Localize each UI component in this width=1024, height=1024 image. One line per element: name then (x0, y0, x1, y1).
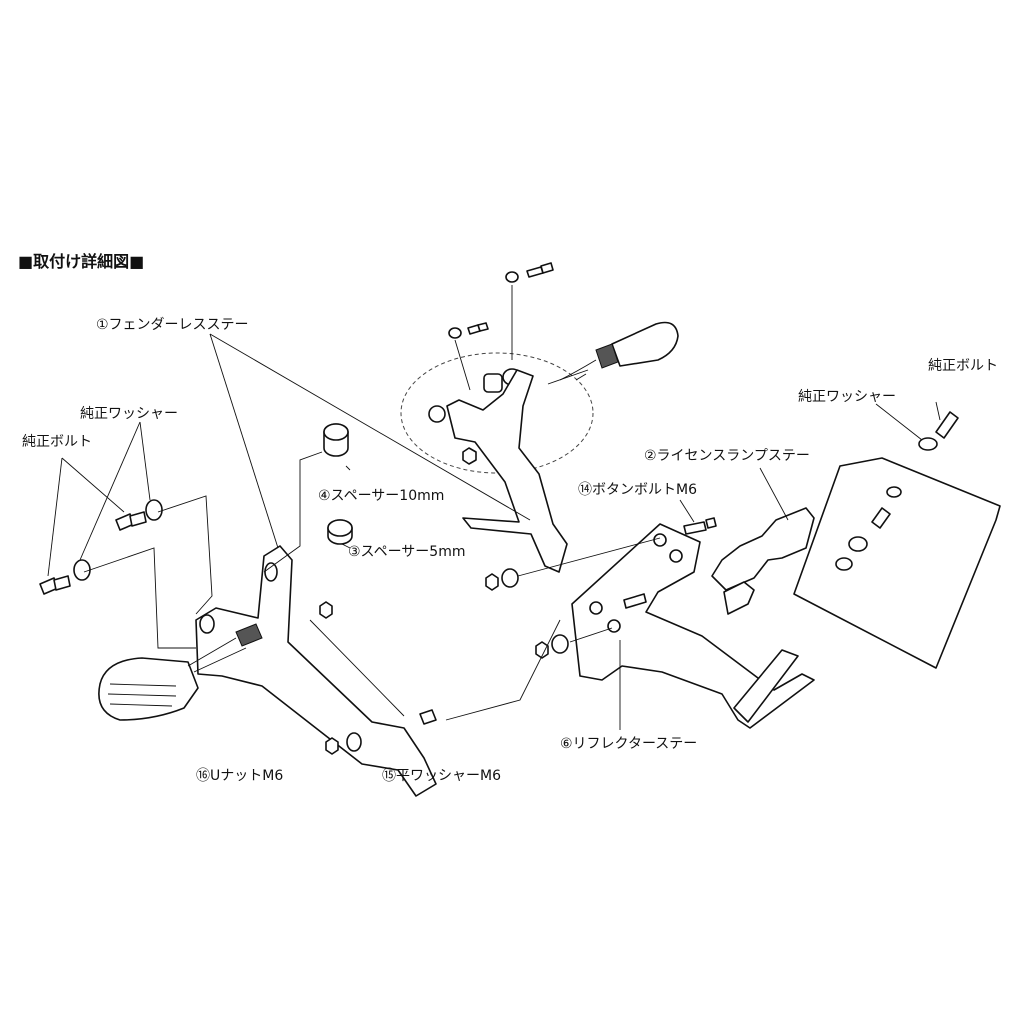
label-spacer-5: ③スペーサー5mm (348, 544, 465, 560)
leader-lines (47, 333, 941, 730)
label-u-nut: ⑯UナットM6 (196, 768, 283, 784)
label-license-lamp-stay: ②ライセンスランプステー (644, 448, 810, 464)
label-button-bolt: ⑭ボタンボルトM6 (578, 482, 697, 498)
label-reflector-stay: ⑥リフレクターステー (560, 736, 697, 752)
label-flat-washer: ⑮平ワッシャーM6 (382, 768, 501, 784)
label-fender-stay: ①フェンダーレスステー (96, 317, 249, 333)
turn-signal-mount-detail (400, 262, 679, 573)
label-oem-washer-right: 純正ワッシャー (798, 389, 896, 405)
diagram-title: ■取付け詳細図■ (18, 252, 144, 271)
license-plate-assembly (485, 411, 1001, 729)
label-oem-washer-left: 純正ワッシャー (80, 406, 178, 422)
fender-less-stay-assembly (39, 423, 437, 797)
label-spacer-10: ④スペーサー10mm (318, 488, 444, 504)
label-oem-bolt-right: 純正ボルト (928, 358, 998, 374)
label-oem-bolt-left: 純正ボルト (22, 434, 92, 450)
